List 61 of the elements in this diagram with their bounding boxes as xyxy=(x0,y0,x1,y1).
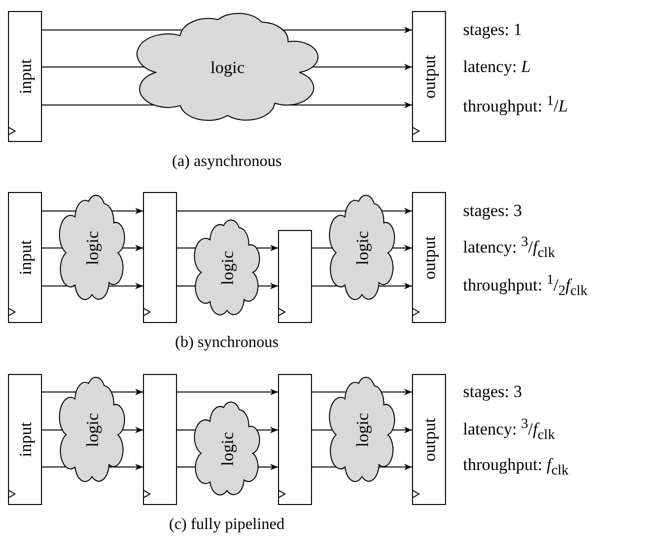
arrow xyxy=(110,388,144,396)
wire xyxy=(42,210,76,212)
metric-text: latency: $^{3}$/f$_{clk}$ xyxy=(463,234,555,262)
register-box xyxy=(412,11,446,142)
register-label: input xyxy=(16,59,34,94)
arrow xyxy=(122,426,144,434)
metric-text: throughput: f$_{clk}$ xyxy=(463,456,569,478)
register-box xyxy=(143,374,177,505)
register-label: output xyxy=(420,418,438,462)
wire xyxy=(312,466,337,468)
metric-text: latency: $^{3}$/f$_{clk}$ xyxy=(463,416,555,444)
arrow xyxy=(380,388,412,396)
arrow xyxy=(108,282,144,290)
register-label: output xyxy=(420,54,438,98)
register-box xyxy=(278,374,312,505)
register-box xyxy=(8,11,42,142)
logic-label: logic xyxy=(218,251,236,285)
logic-label: logic xyxy=(210,59,244,76)
wire xyxy=(42,104,155,106)
metric-text: stages: 3 xyxy=(463,202,522,220)
register-label: input xyxy=(16,240,34,275)
wire xyxy=(42,66,145,68)
register-box xyxy=(412,374,446,505)
register-label: input xyxy=(16,422,34,457)
logic-label: logic xyxy=(84,413,100,447)
logic-label: logic xyxy=(354,231,370,265)
arrow xyxy=(256,244,278,252)
metric-text: stages: 1 xyxy=(463,20,522,40)
arrow xyxy=(257,282,278,290)
logic-label: logic xyxy=(218,432,236,466)
arrow xyxy=(312,64,412,70)
arrow xyxy=(282,26,412,34)
register-label: output xyxy=(420,236,438,280)
metric-text: throughput: $^{1}$/$_{2}$f$_{clk}$ xyxy=(463,272,588,300)
arrow xyxy=(381,208,412,214)
register-box xyxy=(8,192,42,323)
figure-caption: (a) asynchronous xyxy=(172,153,282,171)
metric-text: latency: L xyxy=(463,58,531,76)
arrow xyxy=(176,388,278,396)
register-box xyxy=(412,192,446,323)
arrow xyxy=(111,208,144,214)
wire xyxy=(176,210,346,212)
register-box xyxy=(278,230,312,323)
figure-caption: (c) fully pipelined xyxy=(169,516,285,534)
arrow xyxy=(108,464,144,470)
register-box xyxy=(143,192,177,323)
wire xyxy=(176,466,196,468)
arrow xyxy=(378,464,412,470)
arrow xyxy=(378,282,412,290)
logic-label: logic xyxy=(84,231,100,265)
arrow xyxy=(122,244,144,252)
arrow xyxy=(392,426,412,434)
figure-caption: (b) synchronous xyxy=(175,334,279,352)
metric-text: stages: 3 xyxy=(463,382,522,402)
arrow xyxy=(257,464,278,470)
arrow xyxy=(392,244,412,252)
arrow xyxy=(256,426,278,434)
logic-label: logic xyxy=(354,413,370,447)
register-box xyxy=(8,374,42,505)
metric-text: throughput: $^{1}$/L xyxy=(463,94,568,116)
wire xyxy=(42,466,67,468)
